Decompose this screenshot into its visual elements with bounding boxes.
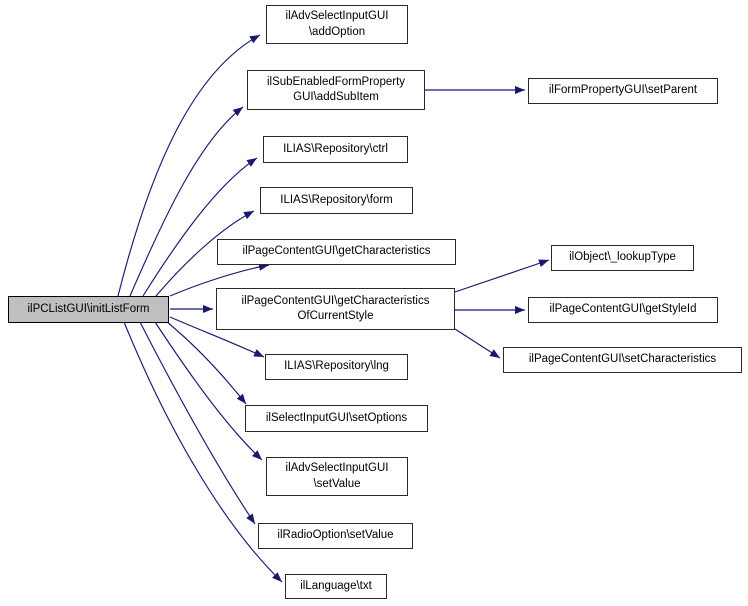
- graph-node-form[interactable]: ILIAS\Repository\form: [260, 187, 413, 214]
- edge-initlistform-getcharacteristics: [169, 262, 270, 297]
- edge-initlistform-lng: [169, 316, 265, 358]
- edge-initlistform-form: [155, 210, 255, 297]
- edge-initlistform-radiosetvalue: [139, 321, 256, 525]
- graph-node-txt[interactable]: ilLanguage\txt: [285, 574, 387, 599]
- graph-node-ctrl[interactable]: ILIAS\Repository\ctrl: [263, 136, 408, 163]
- graph-node-getcharacteristicsofcurrentstyle[interactable]: ilPageContentGUI\getCharacteristics OfCu…: [216, 288, 455, 330]
- graph-node-getcharacteristics[interactable]: ilPageContentGUI\getCharacteristics: [217, 239, 456, 265]
- graph-node-setparent[interactable]: ilFormPropertyGUI\setParent: [528, 78, 718, 104]
- graph-node-lng[interactable]: ILIAS\Repository\lng: [265, 354, 408, 380]
- graph-node-setcharacteristics[interactable]: ilPageContentGUI\setCharacteristics: [503, 347, 742, 373]
- graph-node-radiosetvalue[interactable]: ilRadioOption\setValue: [258, 523, 413, 549]
- graph-node-initlistform: ilPCListGUI\initListForm: [8, 296, 169, 323]
- graph-node-addoption[interactable]: ilAdvSelectInputGUI \addOption: [266, 5, 408, 44]
- graph-node-getstyleid[interactable]: ilPageContentGUI\getStyleId: [528, 297, 718, 323]
- graph-node-addsubitem[interactable]: ilSubEnabledFormProperty GUI\addSubItem: [247, 70, 425, 110]
- edge-ofcurrentstyle-lookuptype: [454, 259, 550, 293]
- edge-initlistform-setoptions: [166, 321, 247, 405]
- edge-initlistform-addoption: [117, 34, 261, 297]
- edge-initlistform-txt: [123, 321, 283, 583]
- graph-node-lookuptype[interactable]: ilObject\_lookupType: [551, 245, 694, 271]
- graph-node-setoptions[interactable]: ilSelectInputGUI\setOptions: [245, 405, 428, 432]
- edge-initlistform-advsetvalue: [154, 321, 263, 461]
- edge-ofcurrentstyle-setcharacteristics: [454, 328, 501, 359]
- edge-initlistform-addsubitem: [129, 106, 244, 297]
- graph-node-advsetvalue[interactable]: ilAdvSelectInputGUI \setValue: [266, 457, 408, 496]
- edge-initlistform-ctrl: [142, 157, 258, 297]
